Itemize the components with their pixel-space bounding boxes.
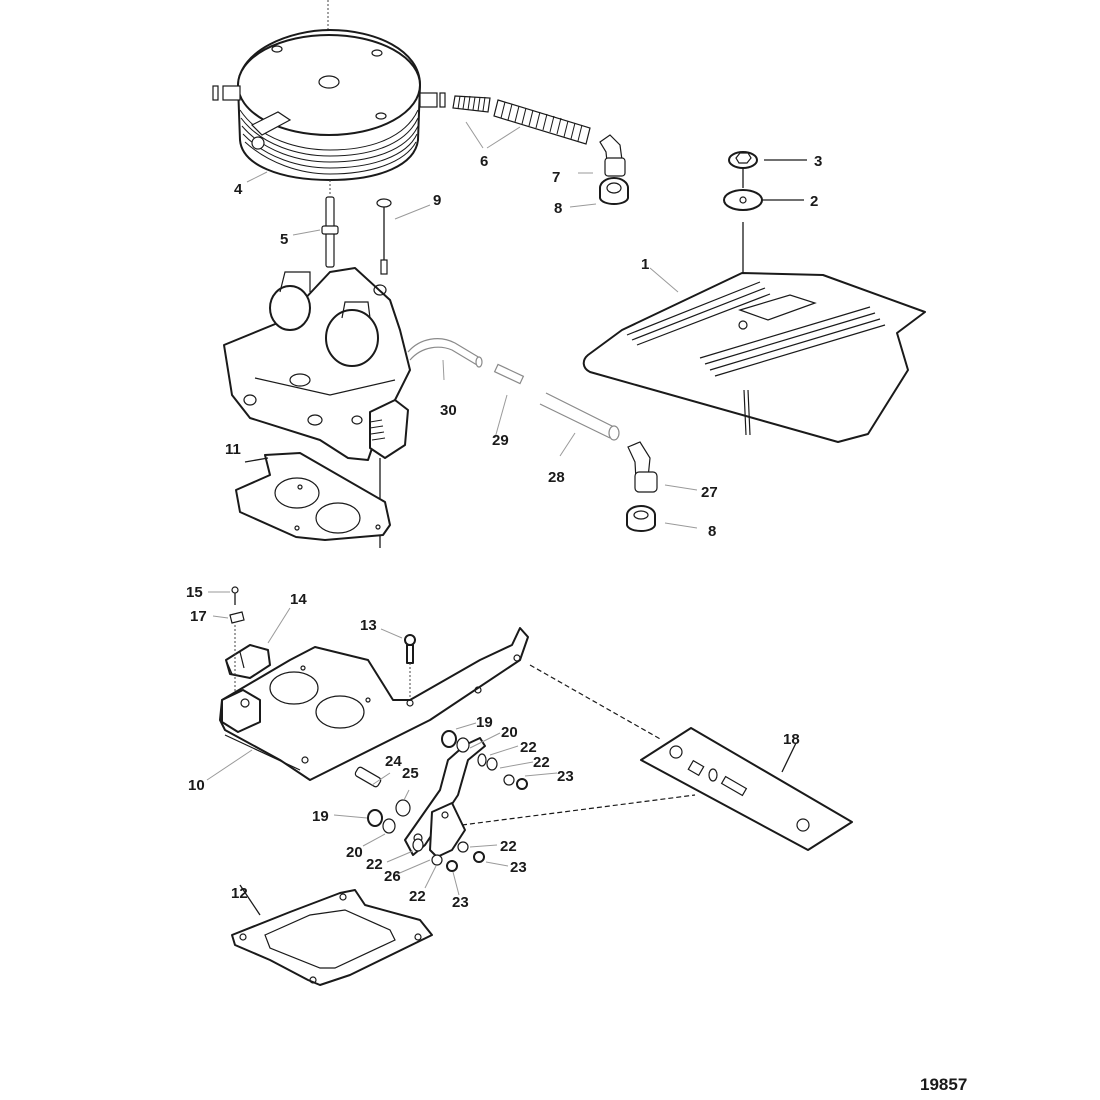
elbow-fitting-lower [627, 441, 658, 493]
callout-13: 13 [360, 617, 377, 634]
spacer [395, 799, 411, 817]
vent-hose [452, 95, 591, 145]
callout-23-c: 23 [510, 859, 527, 876]
callout-8-upper: 8 [554, 200, 562, 217]
clip [229, 611, 245, 624]
stud [321, 196, 339, 268]
hardware-kit-panel [640, 727, 853, 851]
callout-22-b: 22 [533, 754, 550, 771]
callout-22-c: 22 [366, 856, 383, 873]
figure-number: 19857 [920, 1075, 967, 1094]
washer [723, 168, 763, 280]
nut [728, 151, 758, 169]
callout-24: 24 [385, 753, 402, 770]
screw [404, 634, 416, 700]
callout-11: 11 [225, 441, 241, 458]
grommet-lower [626, 505, 656, 532]
hose-bent [407, 338, 483, 368]
gasket-upper [235, 452, 391, 541]
callout-7: 7 [552, 169, 560, 186]
callout-15: 15 [186, 584, 203, 601]
bolt [376, 198, 392, 275]
gasket-lower [231, 889, 433, 986]
callout-14: 14 [290, 591, 307, 608]
dashed-connector-lower [461, 794, 696, 826]
callout-1: 1 [641, 256, 649, 273]
callout-18: 18 [783, 731, 800, 748]
elbow-fitting [599, 134, 626, 177]
dashed-connector-upper [529, 664, 663, 741]
callout-3: 3 [814, 153, 822, 170]
callout-29: 29 [492, 432, 509, 449]
callout-23-b: 23 [452, 894, 469, 911]
callout-27: 27 [701, 484, 718, 501]
callout-8-lower: 8 [708, 523, 716, 540]
callout-12: 12 [231, 885, 248, 902]
map-sensor [225, 625, 271, 695]
hardware-lower [367, 809, 485, 872]
throttle-body-adapter [219, 627, 529, 781]
callout-26: 26 [384, 868, 401, 885]
hardware-upper [441, 730, 528, 790]
callout-25: 25 [402, 765, 419, 782]
throttle-body [223, 267, 411, 548]
callout-19-upper: 19 [476, 714, 493, 731]
flame-arrestor-cover [582, 272, 926, 443]
flame-arrestor [212, 0, 446, 195]
grommet-upper [599, 177, 629, 205]
callout-20-upper: 20 [501, 724, 518, 741]
screw-small [231, 586, 239, 605]
callouts: 1 2 3 4 5 6 7 8 9 10 11 12 13 14 15 17 1… [186, 153, 822, 911]
callout-19-lower: 19 [312, 808, 329, 825]
callout-10: 10 [188, 777, 205, 794]
callout-5: 5 [280, 231, 288, 248]
ball-stud [354, 766, 382, 788]
callout-6: 6 [480, 153, 488, 170]
hose [539, 392, 620, 441]
callout-2: 2 [810, 193, 818, 210]
callout-23-a: 23 [557, 768, 574, 785]
callout-28: 28 [548, 469, 565, 486]
callout-22-e: 22 [500, 838, 517, 855]
callout-22-a: 22 [520, 739, 537, 756]
callout-30: 30 [440, 402, 457, 419]
callout-20-lower: 20 [346, 844, 363, 861]
callout-17: 17 [190, 608, 207, 625]
callout-22-d: 22 [409, 888, 426, 905]
callout-4: 4 [234, 181, 243, 198]
callout-9: 9 [433, 192, 441, 209]
leader-lines [206, 121, 807, 916]
connector [493, 363, 525, 385]
